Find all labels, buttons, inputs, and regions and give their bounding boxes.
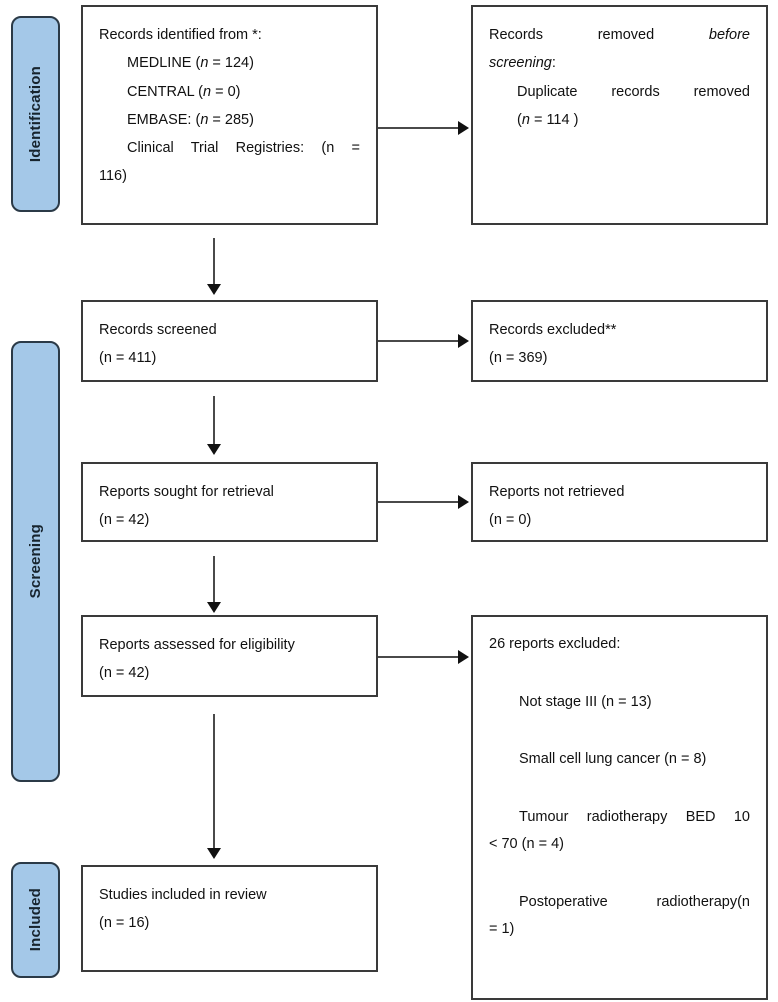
arrow-assessed-to-included-head (207, 848, 221, 859)
box-reports-excluded-reasons: 26 reports excluded: Not stage III (n = … (471, 615, 768, 1000)
arrow-assessed-to-excluded-head (458, 650, 469, 664)
reports-excluded-reason-2: Small cell lung cancer (n = 8) (519, 751, 707, 768)
box-studies-included: Studies included in review (n = 16) (81, 865, 378, 972)
box-records-identified: Records identified from *: MEDLINE (n = … (81, 5, 378, 225)
arrow-screened-to-sought-line (213, 396, 215, 448)
records-screened-line2: (n = 411) (99, 350, 157, 367)
box-records-removed: Records removed before screening: Duplic… (471, 5, 768, 225)
italic-n: n (203, 83, 212, 100)
stage-label-identification: Identification (11, 16, 60, 212)
records-identified-source-registries-line2: 116) (99, 168, 127, 185)
arrow-identified-to-removed-head (458, 121, 469, 135)
arrow-identified-to-removed-line (378, 127, 460, 129)
arrow-sought-to-not-retrieved-head (458, 495, 469, 509)
italic-screening: screening (489, 55, 552, 72)
reports-excluded-reason-3-line1: Tumour radiotherapy BED 10 (519, 808, 750, 825)
stage-label-identification-text: Identification (27, 65, 44, 163)
box-reports-not-retrieved: Reports not retrieved (n = 0) (471, 462, 768, 542)
box-reports-sought: Reports sought for retrieval (n = 42) (81, 462, 378, 542)
reports-excluded-reason-4-line2: = 1) (489, 921, 515, 938)
reports-sought-line1: Reports sought for retrieval (99, 484, 274, 500)
arrow-identified-to-screened-line (213, 238, 215, 288)
records-removed-heading-line1: Records removed before (489, 27, 750, 43)
arrow-screened-to-sought-head (207, 444, 221, 455)
records-identified-source-central: CENTRAL (n = 0) (127, 83, 241, 100)
records-excluded-line1: Records excluded** (489, 322, 617, 338)
reports-not-retrieved-line1: Reports not retrieved (489, 484, 625, 500)
reports-excluded-reason-4-line1: Postoperative radiotherapy(n (519, 893, 750, 910)
arrow-screened-to-excluded-line (378, 340, 460, 342)
studies-included-line1: Studies included in review (99, 887, 267, 903)
arrow-assessed-to-excluded-line (378, 656, 460, 658)
reports-not-retrieved-line2: (n = 0) (489, 512, 532, 529)
records-excluded-line2: (n = 369) (489, 350, 548, 367)
records-identified-source-registries-line1: Clinical Trial Registries: (n = (127, 140, 360, 157)
reports-sought-line2: (n = 42) (99, 512, 150, 529)
box-records-excluded: Records excluded** (n = 369) (471, 300, 768, 382)
stage-label-screening: Screening (11, 341, 60, 782)
records-removed-detail-line1: Duplicate records removed (517, 83, 750, 100)
box-reports-assessed: Reports assessed for eligibility (n = 42… (81, 615, 378, 697)
italic-n: n (200, 55, 209, 72)
records-identified-heading: Records identified from *: (99, 27, 262, 43)
stage-label-screening-text: Screening (27, 524, 44, 599)
reports-assessed-line1: Reports assessed for eligibility (99, 637, 295, 653)
arrow-screened-to-excluded-head (458, 334, 469, 348)
studies-included-line2: (n = 16) (99, 915, 150, 932)
reports-assessed-line2: (n = 42) (99, 665, 150, 682)
reports-excluded-heading: 26 reports excluded: (489, 636, 621, 652)
records-removed-detail-line2: (n = 114 ) (517, 111, 579, 128)
records-identified-source-medline: MEDLINE (n = 124) (127, 55, 254, 72)
box-records-screened: Records screened (n = 411) (81, 300, 378, 382)
arrow-sought-to-assessed-line (213, 556, 215, 606)
arrow-sought-to-assessed-head (207, 602, 221, 613)
italic-before: before (708, 27, 750, 43)
reports-excluded-reason-3-line2: < 70 (n = 4) (489, 836, 564, 853)
arrow-identified-to-screened-head (207, 284, 221, 295)
records-removed-heading-line2: screening: (489, 55, 556, 72)
arrow-assessed-to-included-line (213, 714, 215, 852)
italic-n: n (200, 111, 209, 128)
stage-label-included: Included (11, 862, 60, 978)
records-screened-line1: Records screened (99, 322, 217, 338)
records-identified-source-embase: EMBASE: (n = 285) (127, 111, 254, 128)
italic-n: n (521, 111, 530, 128)
stage-label-included-text: Included (27, 888, 44, 952)
arrow-sought-to-not-retrieved-line (378, 501, 460, 503)
reports-excluded-reason-1: Not stage III (n = 13) (519, 693, 652, 710)
